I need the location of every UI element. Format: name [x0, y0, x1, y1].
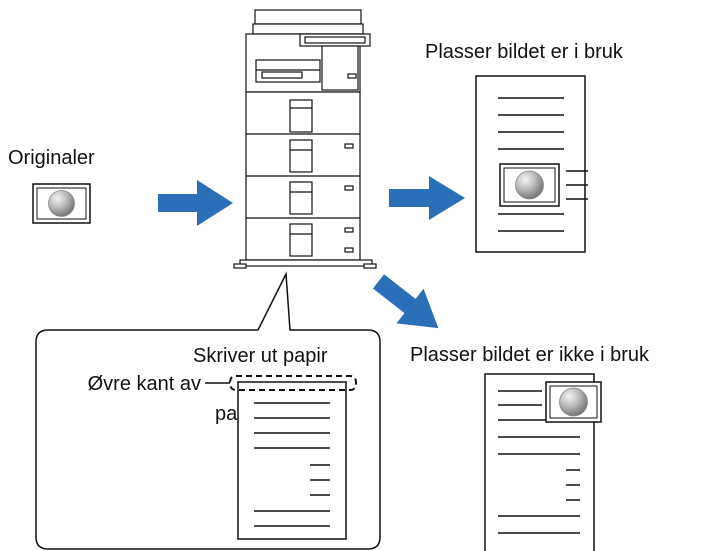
- originals-label: Originaler: [8, 147, 95, 169]
- placement-on-label: Plasser bildet er i bruk: [425, 41, 624, 63]
- printing-paper-label: Skriver ut papir: [193, 345, 328, 367]
- placement-off-label: Plasser bildet er ikke i bruk: [410, 344, 650, 366]
- printed-paper-sheet: [228, 375, 358, 540]
- image-circle-icon: [559, 387, 588, 417]
- arrow-to-output-on-icon: [389, 176, 465, 220]
- top-edge-dashed-highlight: [228, 375, 358, 391]
- top-edge-label-line1: Øvre kant av: [88, 373, 201, 395]
- output-document-placement-off: [484, 373, 602, 551]
- original-document: [32, 183, 91, 224]
- arrow-to-machine-icon: [158, 180, 233, 226]
- output-document-placement-on: [475, 75, 588, 253]
- arrow-to-output-off-icon: [372, 274, 439, 329]
- image-circle-icon: [48, 190, 75, 217]
- image-circle-icon: [515, 170, 544, 200]
- multifunction-printer-icon: [233, 9, 377, 269]
